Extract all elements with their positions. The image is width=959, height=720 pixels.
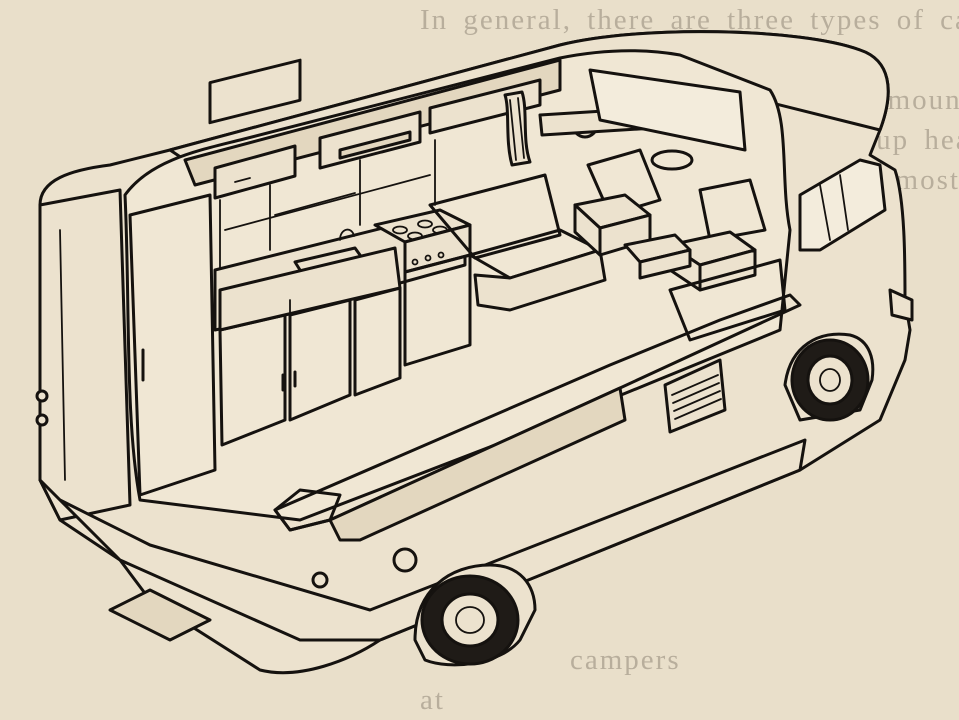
rear-step <box>108 588 212 642</box>
rear-door-panel <box>38 188 132 522</box>
tail-light <box>35 413 49 427</box>
front-bumper <box>888 288 914 322</box>
rear-wheel <box>413 563 537 667</box>
wall-shelving <box>219 130 436 271</box>
tail-light <box>311 571 329 589</box>
background-text-line: campers <box>570 644 681 676</box>
wardrobe <box>128 193 217 497</box>
side-bench-mattress <box>273 258 802 542</box>
side-vent-grille <box>663 358 727 434</box>
kitchen-unit <box>213 223 467 447</box>
curtain <box>503 90 532 167</box>
tail-light <box>35 389 49 403</box>
faucet <box>339 228 355 241</box>
steering-wheel <box>650 149 694 171</box>
bench-seat <box>428 173 607 312</box>
background-text-line: at <box>420 684 445 716</box>
cab-windows <box>588 68 887 252</box>
front-wheel <box>783 332 875 422</box>
fuel-cap <box>392 547 418 573</box>
front-seat-back <box>698 178 767 242</box>
